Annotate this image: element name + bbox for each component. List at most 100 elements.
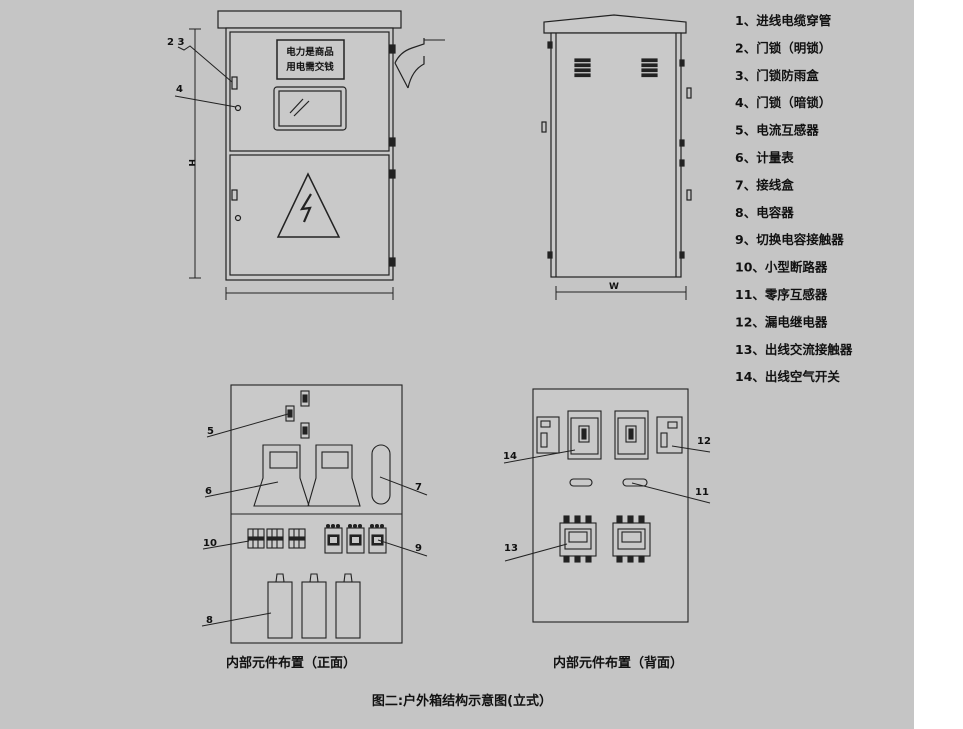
air-breaker-2-handle-slot	[625, 425, 637, 443]
side-hinge-4	[679, 139, 685, 147]
side-lock-right-upper	[686, 87, 692, 99]
callout-4: 4	[176, 84, 183, 95]
legend: 1、进线电缆穿管2、门锁（明锁）3、门锁防雨盒4、门锁（暗锁）5、电流互感器6、…	[735, 13, 853, 384]
energy-meter-1-display	[269, 451, 298, 469]
energy-meter-2-display	[321, 451, 349, 469]
capacitor-switching-contactors	[324, 523, 387, 554]
ventilation-louvers-right	[641, 58, 658, 78]
front-sign-plate	[276, 39, 345, 80]
callout-9: 9	[415, 543, 422, 554]
hinge-4	[389, 257, 396, 267]
door-lock-hidden-upper	[234, 104, 242, 112]
leakage-relay-right-window	[667, 421, 678, 429]
callout-leader-12	[671, 445, 711, 453]
leakage-relay-left-test	[540, 432, 548, 448]
figure-title: 图二:户外箱结构示意图(立式）	[372, 693, 552, 709]
callout-11: 11	[695, 487, 709, 498]
lightning-bolt-icon	[299, 193, 312, 223]
window-glare-2	[293, 100, 310, 117]
legend-item: 14、出线空气开关	[735, 369, 840, 384]
caption-front-layout: 内部元件布置（正面）	[226, 655, 356, 671]
callout-leader-5	[206, 413, 289, 438]
current-transformer-2	[300, 390, 310, 407]
meter-window-outer	[273, 86, 347, 131]
side-hinge-5	[679, 159, 685, 167]
front-internal-layout	[201, 384, 428, 644]
outgoing-ac-contactor-1	[559, 515, 597, 563]
callout-leader-10	[202, 540, 250, 550]
callout-leader-14	[503, 449, 576, 464]
right-margin	[914, 0, 963, 729]
side-cabinet-body	[550, 32, 682, 278]
legend-item: 6、计量表	[735, 150, 794, 165]
height-label: H	[186, 159, 196, 167]
hinge-2	[389, 137, 396, 147]
callout-leader-4	[174, 95, 237, 108]
leakage-relay-right-test	[660, 432, 668, 448]
callout-leader-6	[204, 481, 279, 498]
air-breaker-2-handle	[628, 428, 634, 440]
back-internal-panel	[532, 388, 689, 623]
leakage-relay-right	[656, 416, 683, 454]
front-lower-door	[229, 154, 390, 276]
high-voltage-warning-icon	[276, 172, 341, 238]
callout-13: 13	[504, 543, 518, 554]
ct-core-2	[302, 394, 308, 403]
front-cabinet-body	[225, 27, 394, 281]
junction-box	[371, 444, 391, 505]
side-hinge-6	[679, 251, 685, 259]
door-lock-hidden-lower	[234, 214, 242, 222]
callout-2-3: 2 3	[167, 37, 184, 48]
ct-core-3	[302, 426, 308, 435]
legend-item: 5、电流互感器	[735, 123, 819, 138]
capacitors	[267, 573, 361, 639]
sign-line-1: 电力是商品	[286, 46, 334, 58]
callout-12: 12	[697, 436, 711, 447]
legend-item: 2、门锁（明锁）	[735, 40, 831, 55]
outgoing-ac-contactor-2	[612, 515, 651, 563]
diagram-background	[0, 0, 914, 729]
back-internal-layout	[503, 388, 711, 623]
door-lock-open-upper	[231, 76, 238, 90]
legend-item: 12、漏电继电器	[735, 314, 828, 329]
window-glare-1	[289, 98, 304, 114]
outgoing-air-breaker-1	[567, 410, 602, 460]
current-transformer-1	[285, 405, 295, 422]
front-upper-door	[229, 31, 390, 152]
legend-item: 7、接线盒	[735, 177, 794, 192]
hinge-1	[389, 44, 396, 54]
callout-leader-7	[379, 476, 428, 496]
sign-line-2: 用电需交钱	[285, 61, 334, 73]
door-lock-open-lower	[231, 189, 238, 201]
current-transformer-3	[300, 422, 310, 439]
side-lock-left	[541, 121, 547, 133]
cable-conduit-top	[394, 38, 425, 64]
air-breaker-1-face	[570, 417, 599, 455]
cable-conduit-bottom	[407, 56, 425, 89]
callout-7: 7	[415, 482, 422, 493]
callout-leader-2-3	[177, 45, 233, 83]
legend-item: 11、零序互感器	[735, 287, 828, 302]
front-view	[174, 10, 445, 300]
miniature-breakers	[247, 528, 306, 549]
energy-meter-2	[307, 444, 361, 507]
leakage-relay-left	[536, 416, 560, 454]
side-hinge-3	[679, 59, 685, 67]
zero-sequence-ct-1	[569, 478, 593, 487]
meter-window-icon	[278, 90, 342, 127]
callout-leader-8	[201, 612, 272, 627]
callout-10: 10	[203, 538, 217, 549]
callout-6: 6	[205, 486, 212, 497]
callout-5: 5	[207, 426, 214, 437]
callout-leader-11	[631, 482, 711, 504]
ventilation-louvers-left	[574, 58, 591, 78]
callout-leader-9	[377, 539, 428, 557]
zero-sequence-ct-2	[622, 478, 648, 487]
width-label: W	[609, 282, 619, 292]
legend-item: 1、进线电缆穿管	[735, 13, 831, 28]
outgoing-air-breaker-2	[614, 410, 649, 460]
side-view	[541, 14, 692, 300]
front-roof	[217, 10, 402, 29]
side-lock-right-lower	[686, 189, 692, 201]
